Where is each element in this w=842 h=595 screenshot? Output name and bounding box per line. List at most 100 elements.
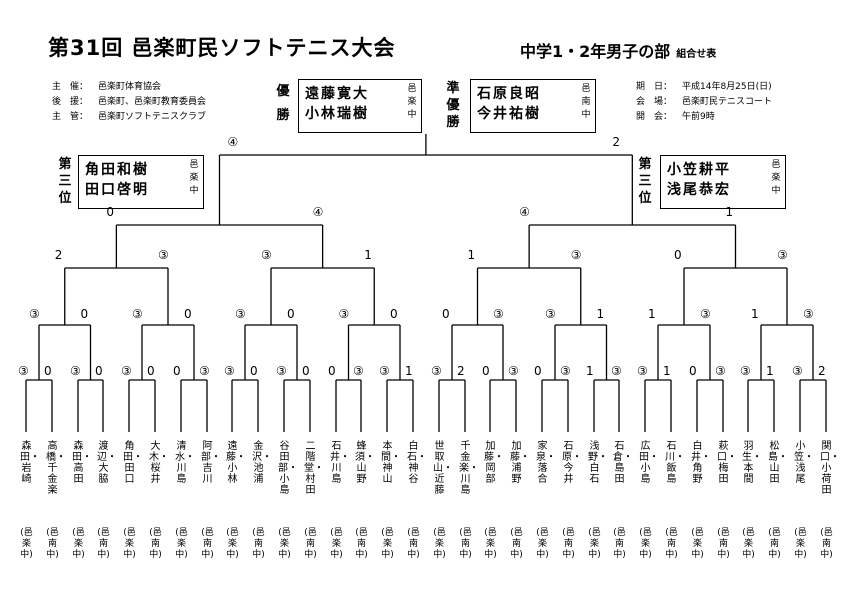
player-school: (邑南中) bbox=[665, 528, 678, 560]
winner-names: 遠藤寛大小林瑞樹 bbox=[305, 86, 369, 122]
info-row: 主 管：邑楽町ソフトテニスクラブ bbox=[52, 112, 207, 122]
r2-score: 0 bbox=[442, 307, 450, 321]
r1-score: 0 bbox=[328, 364, 336, 378]
r1-score: 0 bbox=[147, 364, 155, 378]
player-school: (邑南中) bbox=[355, 528, 368, 560]
r2-score: 0 bbox=[80, 307, 89, 321]
player-school: (邑楽中) bbox=[484, 528, 497, 560]
organizer-info: 主 催：邑楽町体育協会 後 援：邑楽町、邑楽町教育委員会 主 管：邑楽町ソフトテ… bbox=[52, 80, 206, 125]
r2-score: ③ bbox=[545, 307, 556, 321]
qf-score: 1 bbox=[467, 248, 476, 262]
winner-school: 邑楽中 bbox=[407, 84, 417, 120]
r1-score: 2 bbox=[457, 364, 465, 378]
player-school: (邑南中) bbox=[149, 528, 162, 560]
player-name: 二階堂・村田 bbox=[304, 441, 324, 496]
runner-up-box: 石原良昭今井祐樹 邑南中 bbox=[470, 79, 596, 133]
player-school: (邑楽中) bbox=[175, 528, 188, 560]
player-school: (邑南中) bbox=[459, 528, 472, 560]
r1-score: 1 bbox=[766, 364, 774, 378]
player-name: 森田・高田 bbox=[72, 441, 92, 485]
r1-score: ③ bbox=[70, 364, 81, 378]
third-right-names: 小笠耕平浅尾恭宏 bbox=[667, 162, 731, 198]
third-left-names: 角田和樹田口啓明 bbox=[85, 162, 149, 198]
r1-score: ③ bbox=[637, 364, 648, 378]
player-name: 本間・神山 bbox=[381, 441, 401, 485]
player-name: 阿部・吉川 bbox=[201, 441, 221, 485]
player-school: (邑楽中) bbox=[794, 528, 807, 560]
qf-score: 0 bbox=[674, 248, 682, 262]
r2-score: ③ bbox=[338, 307, 350, 321]
player-name: 金沢・池浦 bbox=[252, 441, 272, 485]
player-name: 遠藤・小林 bbox=[226, 441, 246, 485]
third-right-box: 小笠耕平浅尾恭宏 邑楽中 bbox=[660, 155, 786, 209]
info-row: 主 催：邑楽町体育協会 bbox=[52, 82, 162, 92]
player-school: (邑楽中) bbox=[226, 528, 239, 560]
r1-score: 1 bbox=[405, 364, 413, 378]
sf-score: 1 bbox=[725, 205, 734, 219]
qf-score: ③ bbox=[158, 248, 169, 262]
player-school: (邑南中) bbox=[407, 528, 420, 560]
winner-box: 遠藤寛大小林瑞樹 邑楽中 bbox=[298, 79, 422, 133]
player-name: 谷田部・小島 bbox=[278, 441, 298, 496]
sf-score: ④ bbox=[519, 205, 530, 219]
r1-score: ③ bbox=[379, 364, 390, 378]
division-label: 中学1・2年男子の部 bbox=[520, 42, 671, 61]
r2-score: ③ bbox=[803, 307, 814, 321]
r1-score: 0 bbox=[534, 364, 542, 378]
player-name: 千金楽・川島 bbox=[459, 441, 479, 496]
r1-score: ③ bbox=[276, 364, 287, 378]
player-school: (邑楽中) bbox=[381, 528, 394, 560]
player-school: (邑南中) bbox=[820, 528, 833, 560]
player-school: (邑南中) bbox=[613, 528, 626, 560]
r2-score: 1 bbox=[648, 307, 656, 321]
player-school: (邑南中) bbox=[46, 528, 59, 560]
player-name: 渡辺・大脇 bbox=[97, 441, 117, 485]
r1-score: 0 bbox=[173, 364, 181, 378]
qf-score: ③ bbox=[777, 248, 788, 262]
r2-score: ③ bbox=[235, 307, 246, 321]
runner-up-school: 邑南中 bbox=[581, 84, 591, 120]
third-right-label: 第三位 bbox=[638, 157, 652, 206]
player-school: (邑楽中) bbox=[639, 528, 652, 560]
player-name: 白石・神谷 bbox=[407, 441, 427, 485]
r1-score: 0 bbox=[482, 364, 490, 378]
player-name: 萩口・梅田 bbox=[717, 441, 737, 485]
player-name: 角田・田口 bbox=[123, 441, 143, 485]
player-school: (邑楽中) bbox=[742, 528, 755, 560]
player-school: (邑楽中) bbox=[588, 528, 601, 560]
player-name: 加藤・岡部 bbox=[484, 441, 504, 485]
qf-score: 2 bbox=[54, 248, 63, 262]
player-name: 石井・川島 bbox=[330, 441, 350, 485]
third-right-school: 邑楽中 bbox=[771, 160, 781, 196]
player-school: (邑南中) bbox=[252, 528, 265, 560]
r1-score: 1 bbox=[663, 364, 671, 378]
player-school: (邑南中) bbox=[304, 528, 317, 560]
tournament-title: 第31回 邑楽町民ソフトテニス大会 bbox=[48, 36, 396, 60]
r1-score: ③ bbox=[611, 364, 622, 378]
qf-score: 1 bbox=[364, 248, 372, 262]
r1-score: ③ bbox=[740, 364, 751, 378]
r2-score: 0 bbox=[390, 307, 398, 321]
player-school: (邑楽中) bbox=[433, 528, 446, 560]
player-school: (邑南中) bbox=[97, 528, 110, 560]
event-info: 期 日：平成14年8月25日(日) 会 場：邑楽町民テニスコート 開 会：午前9… bbox=[636, 80, 772, 125]
r1-score: ③ bbox=[560, 364, 571, 378]
runner-up-names: 石原良昭今井祐樹 bbox=[477, 86, 541, 122]
player-school: (邑南中) bbox=[201, 528, 214, 560]
third-left-label: 第三位 bbox=[58, 157, 72, 206]
r2-score: ③ bbox=[493, 307, 504, 321]
r2-score: ③ bbox=[132, 307, 143, 321]
r1-score: ③ bbox=[353, 364, 364, 378]
player-name: 石川・飯島 bbox=[665, 441, 685, 485]
r1-score: ③ bbox=[224, 364, 235, 378]
sheet-label: 組合せ表 bbox=[676, 49, 717, 60]
player-school: (邑楽中) bbox=[20, 528, 33, 560]
third-left-school: 邑楽中 bbox=[189, 160, 199, 196]
player-name: 広田・小島 bbox=[639, 441, 659, 485]
player-school: (邑南中) bbox=[510, 528, 523, 560]
r2-score: 1 bbox=[596, 307, 605, 321]
player-school: (邑南中) bbox=[562, 528, 575, 560]
qf-score: ③ bbox=[570, 248, 582, 262]
r2-score: 1 bbox=[751, 307, 759, 321]
player-name: 浅野・白石 bbox=[588, 441, 608, 485]
